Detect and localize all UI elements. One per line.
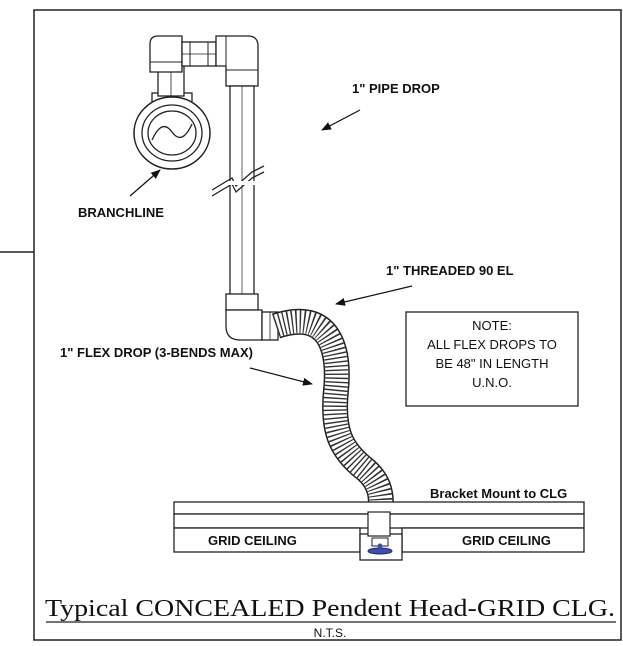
bracket-mount-label: Bracket Mount to CLG xyxy=(430,486,567,501)
note-box: NOTE: ALL FLEX DROPS TO BE 48" IN LENGTH… xyxy=(405,311,579,407)
scale-note: N.T.S. xyxy=(314,626,347,640)
flex-drop-hose xyxy=(271,308,394,515)
pipe-drop-label: 1" PIPE DROP xyxy=(352,81,440,96)
grid-ceiling-left-label: GRID CEILING xyxy=(208,533,297,548)
flex-drop-leader xyxy=(249,367,313,386)
note-line-4: U.N.O. xyxy=(472,375,512,390)
note-line-2: ALL FLEX DROPS TO xyxy=(427,337,557,352)
note-line-1: NOTE: xyxy=(472,318,512,333)
pipe-drop-leader xyxy=(321,109,361,131)
threaded-el-leader xyxy=(335,285,413,306)
branchline-label: BRANCHLINE xyxy=(78,205,164,220)
note-line-3: BE 48" IN LENGTH xyxy=(436,356,549,371)
ceiling-assembly xyxy=(173,501,585,561)
threaded-elbow xyxy=(225,293,279,341)
threaded-el-label: 1" THREADED 90 EL xyxy=(386,263,514,278)
branchline-leader xyxy=(129,169,161,197)
branchline-pipe xyxy=(133,92,211,170)
upper-riser xyxy=(149,35,259,97)
pipe-drop xyxy=(211,85,265,299)
drawing-border xyxy=(33,9,622,641)
pendent-head-icon xyxy=(367,537,393,555)
grid-ceiling-right-label: GRID CEILING xyxy=(462,533,551,548)
drawing-title: Typical CONCEALED Pendent Head-GRID CLG. xyxy=(45,596,615,622)
flex-drop-label: 1" FLEX DROP (3-BENDS MAX) xyxy=(60,345,253,360)
